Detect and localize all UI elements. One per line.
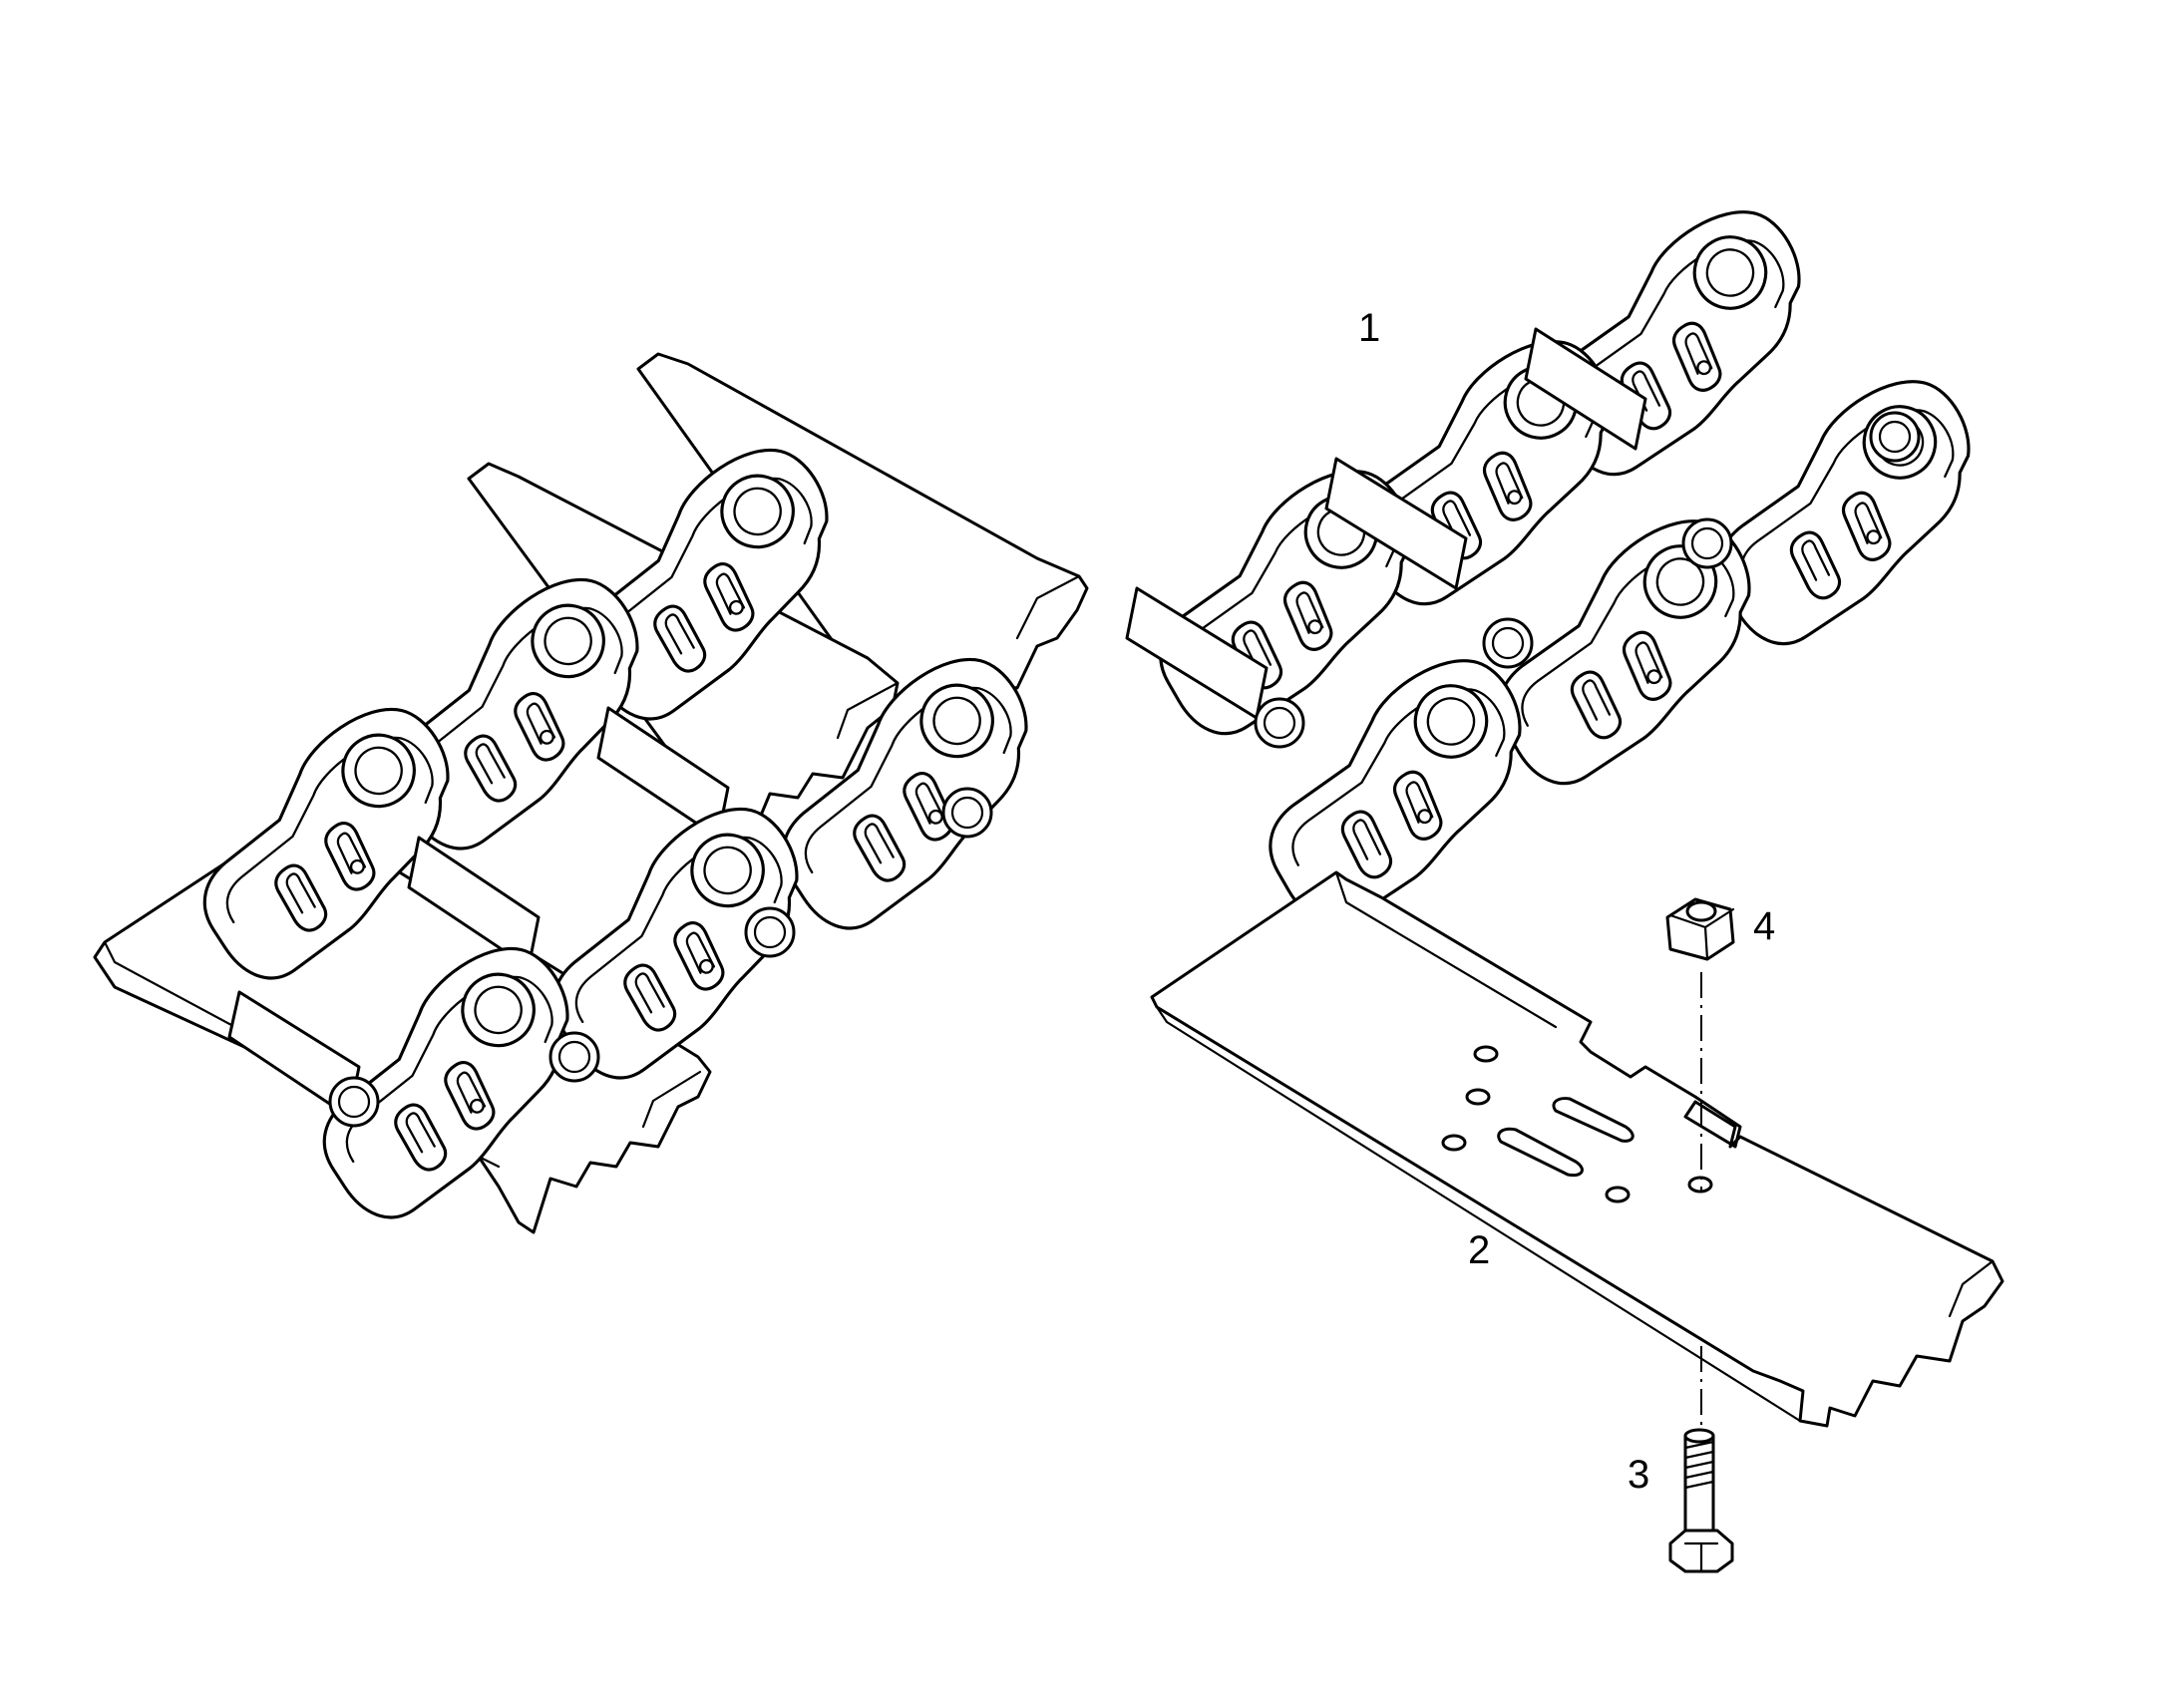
callout-1: 1 <box>1358 306 1380 350</box>
chain-pins <box>1125 327 1647 720</box>
assembled-track-group <box>93 352 1089 1236</box>
callout-2: 2 <box>1468 1228 1490 1272</box>
callout-4: 4 <box>1753 904 1775 948</box>
track-shoe-part <box>1150 870 2004 1428</box>
shoe-nut-part <box>1665 897 1735 961</box>
callout-labels: 1 2 3 4 <box>1358 306 1775 1497</box>
track-link-chain-part <box>1116 188 2019 941</box>
chain-pins <box>227 706 730 1119</box>
callout-3: 3 <box>1628 1453 1649 1497</box>
shoe-bolt-part <box>1668 1428 1734 1573</box>
